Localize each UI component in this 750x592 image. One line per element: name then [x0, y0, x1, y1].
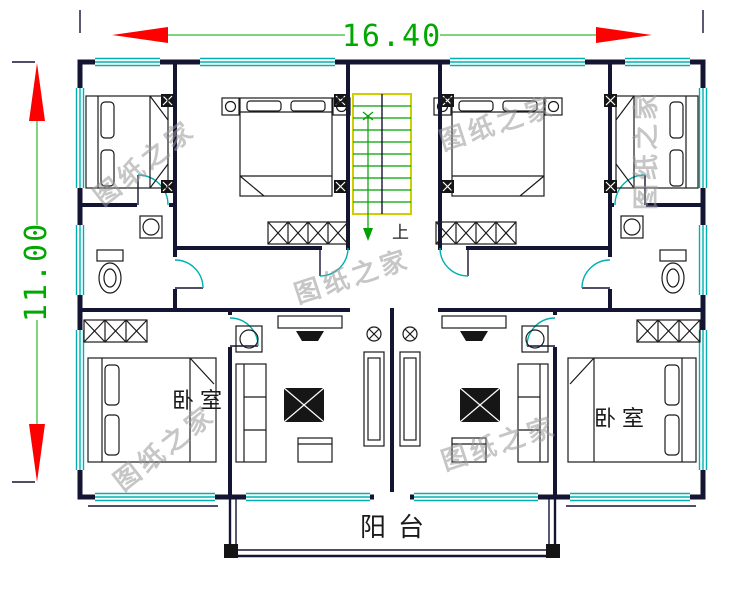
balcony-column-icon — [546, 544, 560, 558]
watermark-text: 图纸之家 — [291, 244, 414, 310]
watermark-text: 图纸之家 — [436, 91, 559, 157]
bed — [85, 95, 169, 189]
window — [698, 330, 708, 470]
balcony-door-window — [246, 492, 370, 502]
door — [319, 247, 349, 277]
door — [137, 174, 169, 206]
window — [698, 88, 708, 188]
balcony-column-icon — [224, 544, 238, 558]
room-labels: 卧室 卧室 阳台 — [172, 388, 650, 542]
stair-up-label: 上 — [392, 223, 409, 242]
watermark-text: 图纸之家 — [88, 114, 201, 212]
balcony-door-window — [414, 492, 538, 502]
toilet-icon — [96, 249, 124, 294]
column-icon — [604, 180, 617, 193]
nightstand — [544, 97, 563, 116]
dim-arrow-down-icon — [29, 424, 45, 482]
dimension-left: 11.00 — [12, 61, 54, 483]
balcony-label: 阳台 — [360, 512, 436, 542]
sink-icon — [620, 215, 644, 239]
armchair — [297, 437, 333, 463]
tv-cabinet — [441, 315, 507, 341]
wardrobe — [267, 221, 349, 245]
beds — [85, 95, 699, 463]
wardrobe — [435, 221, 517, 245]
wardrobe — [83, 319, 148, 343]
dimension-height-label: 11.00 — [19, 222, 54, 322]
entry — [363, 326, 421, 447]
window — [75, 330, 85, 470]
door — [439, 247, 469, 277]
staircase: 上 — [352, 93, 412, 242]
coffee-table — [459, 387, 501, 423]
dim-arrow-up-icon — [29, 63, 45, 121]
dim-arrow-left-icon — [112, 27, 168, 43]
nightstand — [332, 97, 351, 116]
side-table — [521, 325, 549, 353]
dimension-top: 16.40 — [79, 10, 704, 54]
column-icon — [334, 180, 347, 193]
sofa — [235, 363, 267, 463]
watermark-text: 图纸之家 — [631, 90, 661, 210]
windows — [75, 57, 708, 502]
dimension-width-label: 16.40 — [342, 19, 442, 54]
armchair — [451, 437, 487, 463]
toilet-icon — [659, 249, 687, 294]
tv-cabinet — [277, 315, 343, 341]
window — [570, 492, 690, 502]
doors — [137, 174, 646, 347]
balcony — [88, 497, 696, 558]
nightstand — [221, 97, 240, 116]
bed — [87, 357, 217, 463]
sink-icon — [139, 215, 163, 239]
bed — [451, 97, 545, 197]
bathrooms — [96, 215, 687, 294]
window — [95, 57, 160, 67]
stair-direction-arrow-icon — [363, 228, 373, 241]
living-rooms — [235, 315, 549, 463]
lamp-icon — [402, 326, 418, 342]
lamp-icon — [366, 326, 382, 342]
door — [174, 259, 204, 289]
window — [75, 88, 85, 188]
bedroom-left-label: 卧室 — [172, 388, 228, 413]
window — [698, 225, 708, 295]
column-icon — [604, 94, 617, 107]
sofa — [517, 363, 549, 463]
bed — [567, 357, 697, 463]
window — [450, 57, 585, 67]
bedroom-right-label: 卧室 — [594, 406, 650, 431]
column-icon — [334, 94, 347, 107]
watermark-text: 图纸之家 — [108, 399, 221, 497]
window — [75, 225, 85, 295]
wardrobes — [83, 221, 701, 343]
door — [614, 174, 646, 206]
bed — [239, 97, 333, 197]
coffee-table — [283, 387, 325, 423]
entry-door — [363, 351, 385, 447]
wardrobe — [636, 319, 701, 343]
door — [581, 259, 611, 289]
window — [625, 57, 690, 67]
column-icon — [441, 180, 454, 193]
window — [95, 492, 215, 502]
bed — [615, 95, 699, 189]
nightstand — [433, 97, 452, 116]
window — [200, 57, 335, 67]
side-table — [235, 325, 263, 353]
dim-arrow-right-icon — [596, 27, 652, 43]
entry-door — [399, 351, 421, 447]
